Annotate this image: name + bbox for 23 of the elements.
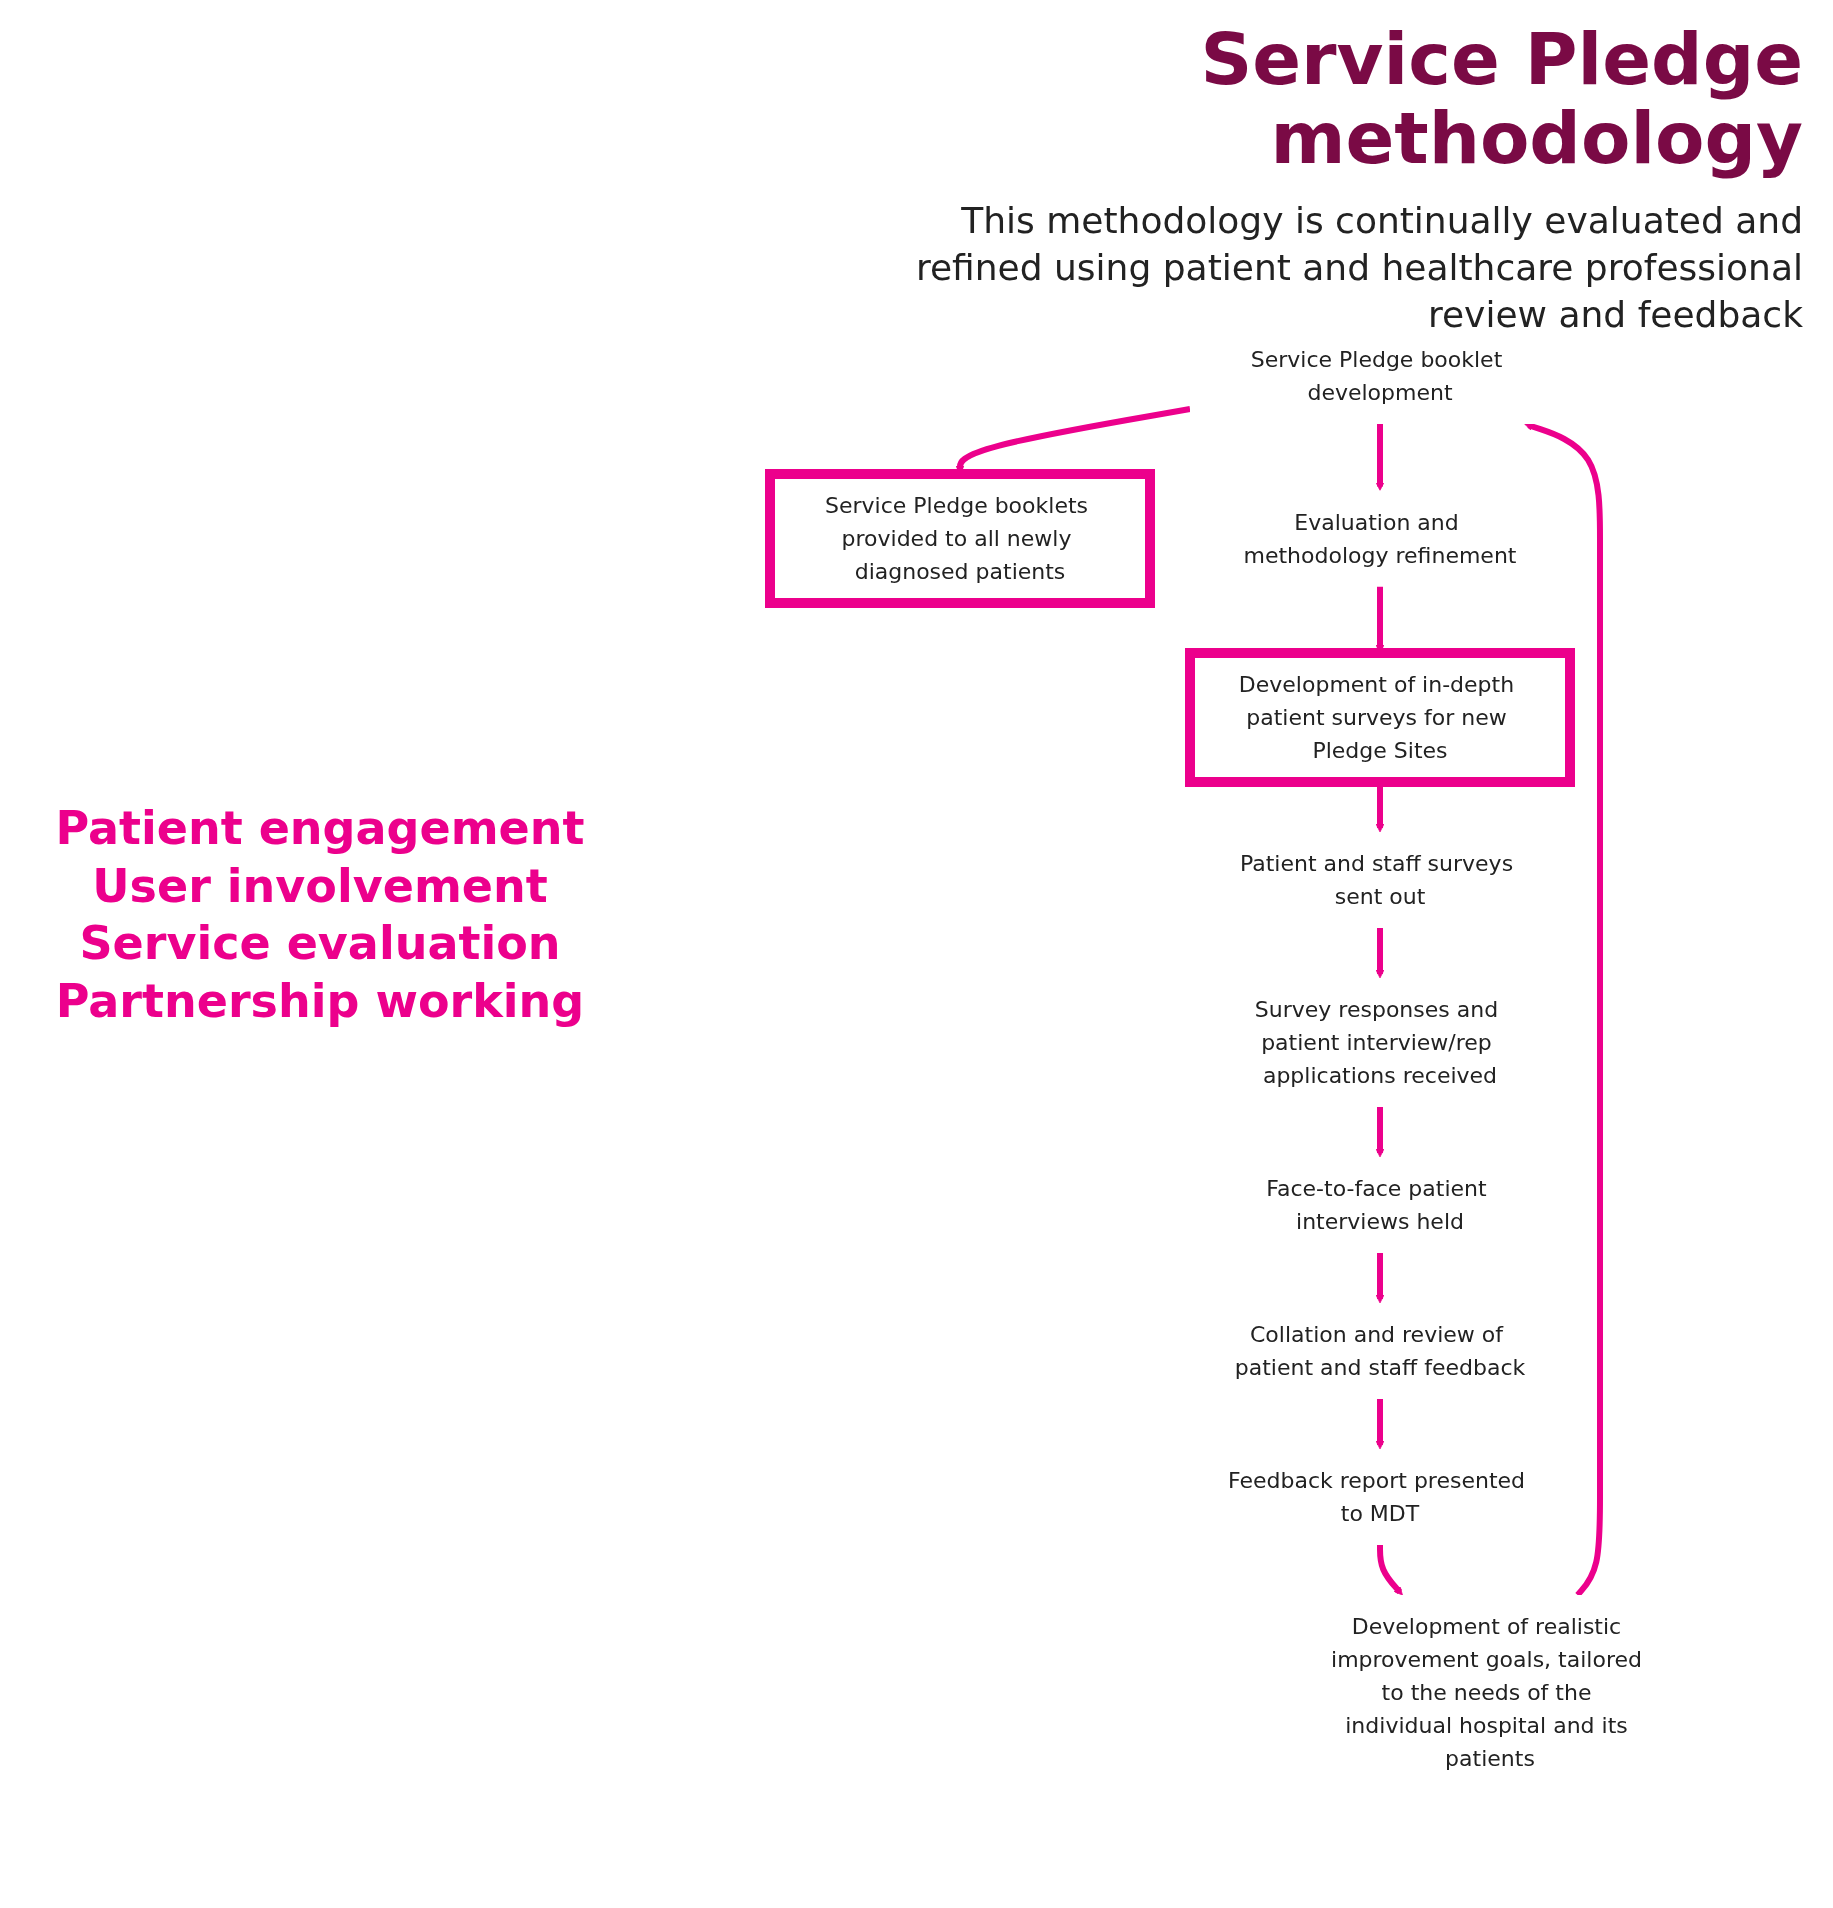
node-text: Survey responses and patient interview/rep applications received	[1254, 997, 1499, 1088]
node-text: Feedback report presented to MDT	[1227, 1468, 1526, 1526]
theme-label: User involvement	[91, 857, 549, 915]
theme-label: Patient engagement	[54, 800, 586, 857]
arrow	[1524, 422, 1603, 1597]
node-text: Evaluation and methodology refinement	[1243, 509, 1517, 568]
node-text: Patient and staff surveys sent out	[1239, 851, 1514, 909]
arrow	[1377, 1545, 1403, 1596]
node-text: Face-to-face patient interviews held	[1266, 1176, 1487, 1234]
theme-label: Partnership working	[54, 972, 586, 1030]
node-text: Collation and review of patient and staff feedback	[1234, 1322, 1526, 1380]
arrow	[1375, 1253, 1385, 1304]
arrow	[1375, 928, 1385, 979]
subtitle-note: This methodology is continually evaluated and refined using patient and healthcare professional review and feedback	[914, 199, 1803, 337]
title: Service Pledge methodology	[1199, 20, 1803, 179]
node-box: Service Pledge booklets provided to all newly diagnosed patients	[765, 469, 1155, 608]
arrow	[1375, 1107, 1385, 1158]
node-box: Development of in-depth patient surveys for new Pledge Sites	[1185, 648, 1575, 787]
node-text: Service Pledge booklet development	[1250, 347, 1503, 405]
node-text: Development of realistic improvement goals, tailored to the needs of the individual hospital and its patients	[1331, 1614, 1642, 1771]
arrow	[1375, 424, 1385, 491]
arrow	[1375, 1399, 1385, 1450]
theme-label: Service evaluation	[78, 915, 562, 972]
